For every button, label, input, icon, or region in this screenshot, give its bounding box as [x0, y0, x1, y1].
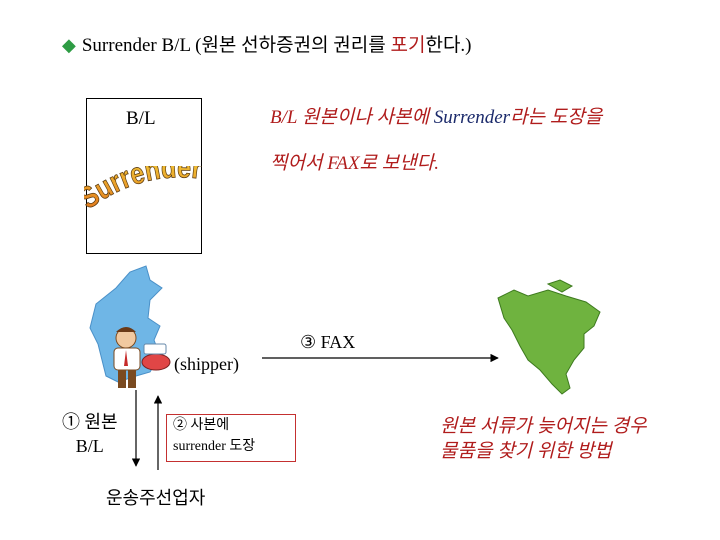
original-bl-label: ① 원본 B/L	[62, 410, 118, 458]
title-highlight: 포기	[390, 35, 426, 56]
original-bl-label-line1: ① 원본	[62, 412, 118, 432]
bl-document	[86, 98, 202, 254]
stamp-note-highlight: Surrender	[433, 107, 511, 128]
purpose-note-line2: 물품을 찾기 위한 방법	[440, 441, 612, 462]
diamond-bullet-icon: ◆	[62, 35, 76, 55]
copy-surrender-line1: ② 사본에	[173, 418, 230, 433]
shipper-person-icon	[113, 327, 171, 388]
copy-surrender-line2: surrender 도장	[173, 439, 256, 454]
original-bl-label-line2: B/L	[75, 436, 104, 456]
page-title: ◆Surrender B/L (원본 선하증권의 권리를 포기한다.)	[62, 30, 472, 57]
fax-label: ③ FAX	[300, 332, 356, 352]
freight-forwarder-label: 운송주선업자	[106, 488, 206, 508]
purpose-note-line1: 원본 서류가 늦어지는 경우	[440, 416, 647, 437]
bl-document-label: B/L	[126, 108, 156, 129]
shipper-label: (shipper)	[174, 354, 239, 374]
title-suffix: 한다.)	[425, 35, 472, 56]
purpose-note: 원본 서류가 늦어지는 경우 물품을 찾기 위한 방법	[440, 414, 647, 464]
copy-surrender-box: ② 사본에 surrender 도장	[166, 414, 296, 462]
surrender-stamp: Surrender	[84, 166, 204, 214]
title-prefix: Surrender B/L (원본 선하증권의 권리를	[81, 35, 391, 56]
stamp-note-line1: B/L 원본이나 사본에 Surrender라는 도장을	[270, 107, 603, 128]
stamp-note-line2: 찍어서 FAX로 보낸다.	[270, 153, 439, 174]
north-america-map-icon	[497, 289, 601, 395]
